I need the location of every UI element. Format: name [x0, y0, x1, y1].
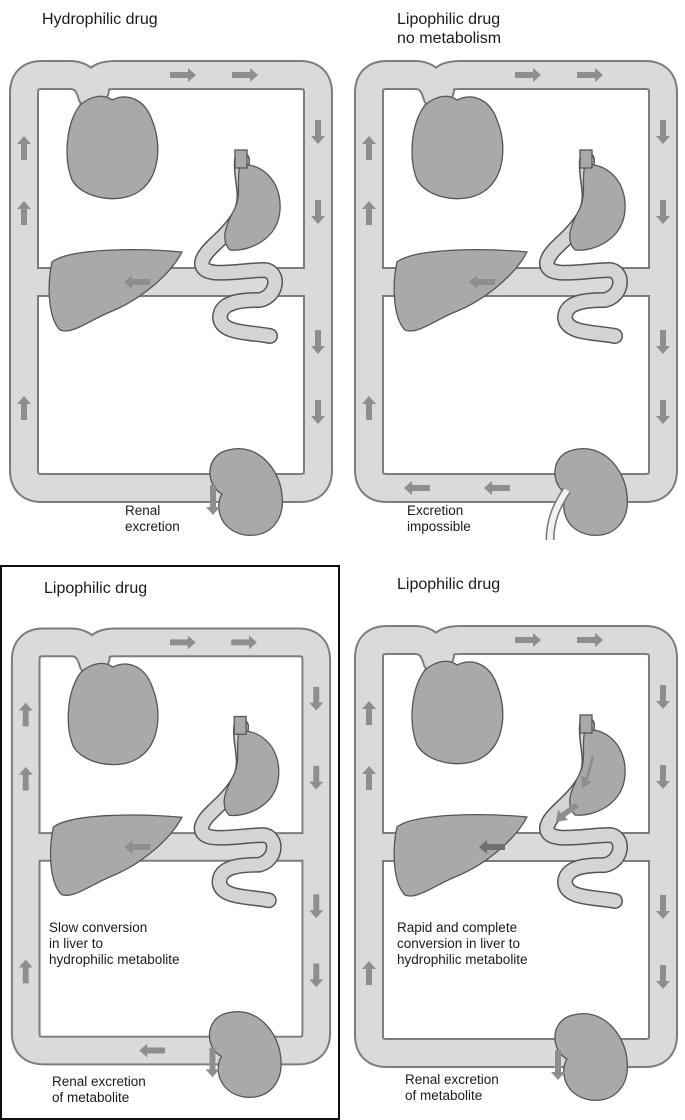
panel-title: Lipophilic drug	[397, 575, 500, 594]
panel-lipophilic-slow-conversion: Lipophilic drug Slow conversion in liver…	[0, 565, 340, 1120]
panel-lipophilic-rapid-conversion: Lipophilic drug Rapid and complete conve…	[345, 565, 685, 1120]
kidney-icon	[209, 1012, 281, 1098]
panel-lipophilic-no-metabolism: Lipophilic drug no metabolism Excretion …	[345, 0, 685, 555]
kidney-icon	[555, 1014, 627, 1101]
heart-icon	[67, 96, 158, 198]
kidney-icon	[210, 449, 282, 536]
circulation-diagram	[345, 565, 685, 1120]
circulation-diagram	[2, 567, 338, 1118]
circulation-diagram	[0, 0, 340, 555]
heart-icon	[412, 661, 503, 763]
liver-note: Slow conversion in liver to hydrophilic …	[49, 920, 180, 968]
bottom-note: Renal excretion of metabolite	[405, 1072, 499, 1104]
bottom-note: Excretion impossible	[407, 503, 471, 535]
panel-hydrophilic: Hydrophilic drug Renal excretion	[0, 0, 340, 555]
bottom-note: Renal excretion of metabolite	[52, 1074, 146, 1106]
stomach-intestine-icon	[547, 150, 625, 336]
stomach-intestine-icon	[547, 715, 625, 901]
stomach-intestine-icon	[202, 717, 279, 901]
panel-title: Hydrophilic drug	[42, 10, 158, 29]
heart-icon	[68, 663, 158, 764]
stomach-intestine-icon	[202, 150, 280, 336]
panel-title: Lipophilic drug	[44, 579, 147, 598]
heart-icon	[412, 96, 503, 198]
panel-title: Lipophilic drug no metabolism	[397, 10, 501, 48]
liver-note: Rapid and complete conversion in liver t…	[397, 920, 528, 968]
circulation-diagram	[345, 0, 685, 555]
bottom-note: Renal excretion	[125, 503, 180, 535]
